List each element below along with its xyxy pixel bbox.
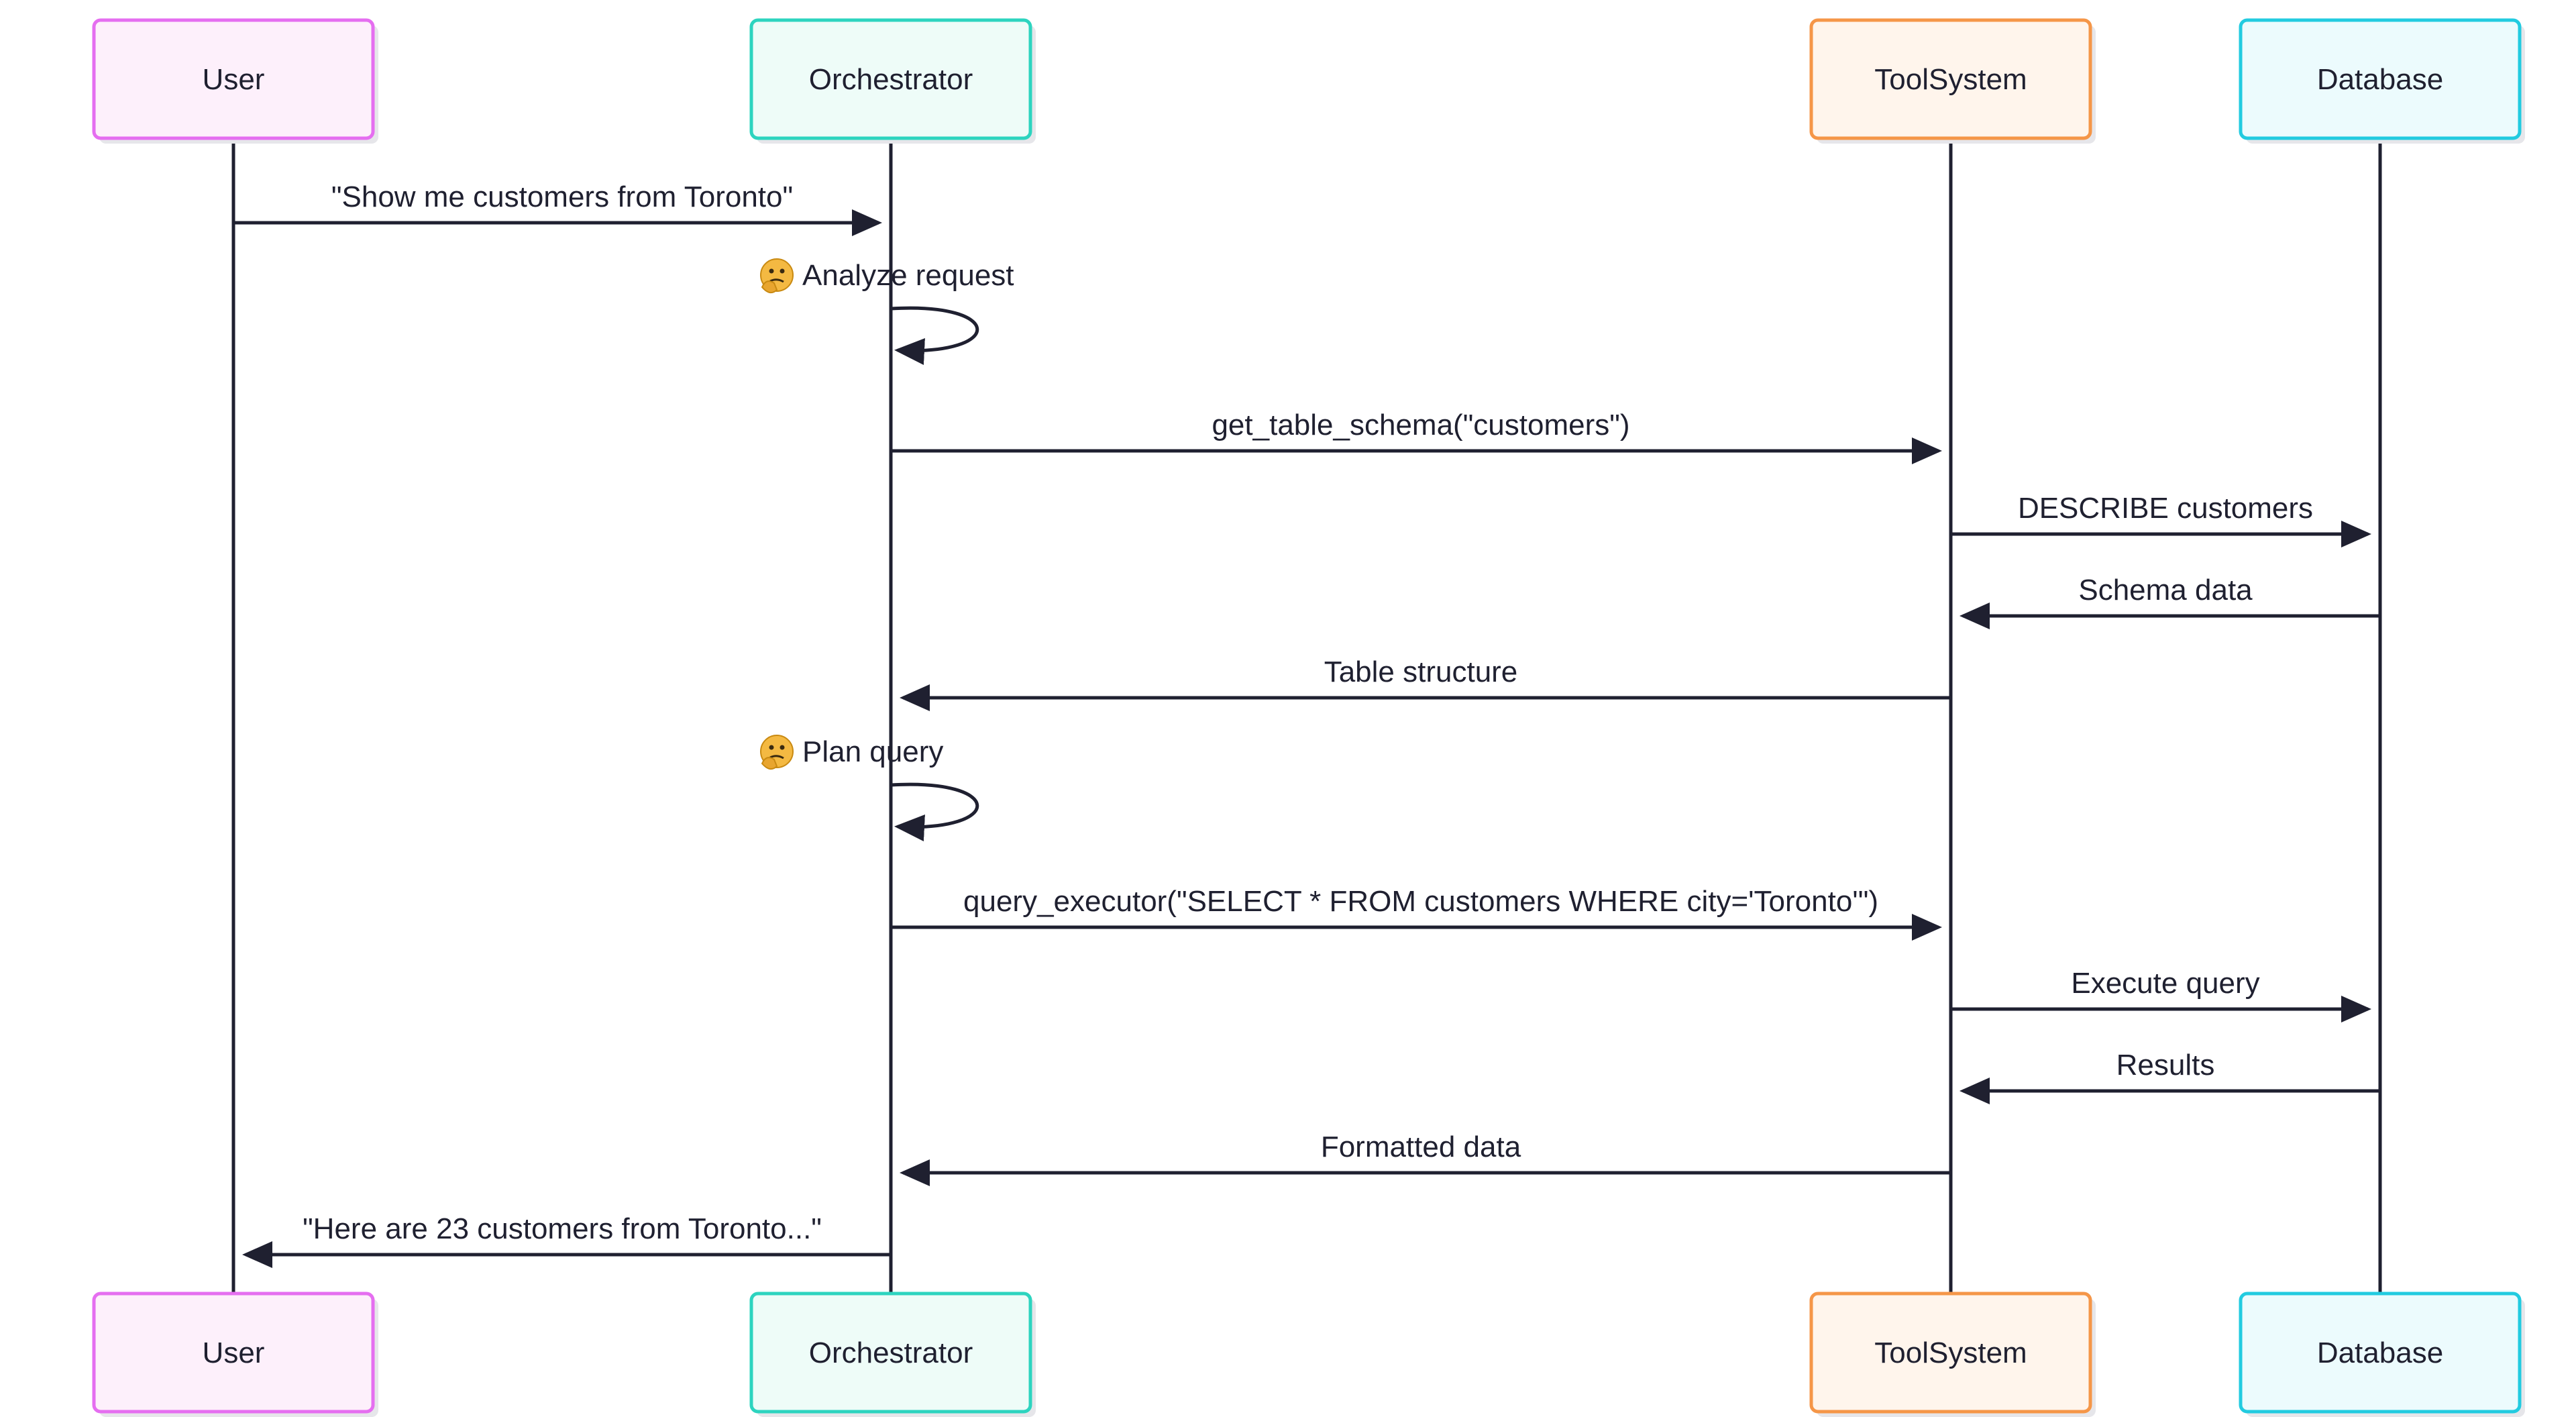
participant-box-orchestrator-top[interactable]: Orchestrator xyxy=(749,18,1036,144)
participant-box-orchestrator-bottom[interactable]: Orchestrator xyxy=(749,1292,1036,1417)
participant-rect xyxy=(2239,18,2522,140)
participant-rect xyxy=(1809,1292,2092,1414)
participant-rect xyxy=(92,18,375,140)
message-label: "Here are 23 customers from Toronto..." xyxy=(303,1212,822,1245)
message-label: get_table_schema("customers") xyxy=(1212,409,1629,441)
participant-box-toolsystem-bottom[interactable]: ToolSystem xyxy=(1809,1292,2096,1417)
message-label: Schema data xyxy=(2078,574,2253,607)
participant-label-orchestrator: Orchestrator xyxy=(809,1336,973,1369)
message-arrow: get_table_schema("customers") xyxy=(891,409,1942,464)
participant-rect xyxy=(749,1292,1032,1414)
participant-box-user-bottom[interactable]: User xyxy=(92,1292,378,1417)
thinking-face-icon xyxy=(760,258,794,294)
participant-label-toolsystem: ToolSystem xyxy=(1874,63,2027,96)
message-arrow: "Here are 23 customers from Toronto..." xyxy=(242,1212,891,1268)
message-label: "Show me customers from Toronto" xyxy=(331,180,793,213)
message-label: Execute query xyxy=(2071,967,2259,1000)
message-label: Formatted data xyxy=(1321,1131,1521,1163)
participant-label-database: Database xyxy=(2317,1336,2443,1369)
self-message-label: Analyze request xyxy=(802,259,1014,292)
message-arrow: DESCRIBE customers xyxy=(1951,492,2371,547)
self-loop-arrow xyxy=(890,306,979,365)
participant-box-database-bottom[interactable]: Database xyxy=(2239,1292,2525,1417)
message-arrow: Schema data xyxy=(1960,574,2380,629)
participant-label-user: User xyxy=(203,63,265,96)
message-label: Table structure xyxy=(1324,655,1518,688)
participant-rect xyxy=(2239,1292,2522,1414)
self-message: Plan query xyxy=(760,735,979,841)
self-message: Analyze request xyxy=(760,258,1014,365)
message-label: query_executor("SELECT * FROM customers … xyxy=(963,885,1878,918)
message-arrow: "Show me customers from Toronto" xyxy=(233,180,882,236)
participant-box-toolsystem-top[interactable]: ToolSystem xyxy=(1809,18,2096,144)
message-arrow: Execute query xyxy=(1951,967,2371,1022)
participant-box-user-top[interactable]: User xyxy=(92,18,378,144)
participant-label-toolsystem: ToolSystem xyxy=(1874,1336,2027,1369)
self-loop-arrow xyxy=(890,782,979,841)
participant-box-database-top[interactable]: Database xyxy=(2239,18,2525,144)
participant-rect xyxy=(92,1292,375,1414)
participant-rect xyxy=(749,18,1032,140)
thinking-face-icon xyxy=(760,735,794,770)
message-arrow: Table structure xyxy=(900,655,1951,711)
participant-label-user: User xyxy=(203,1336,265,1369)
message-arrow: Formatted data xyxy=(900,1131,1951,1186)
participant-label-orchestrator: Orchestrator xyxy=(809,63,973,96)
participant-rect xyxy=(1809,18,2092,140)
message-label: DESCRIBE customers xyxy=(2018,492,2313,525)
message-arrow: query_executor("SELECT * FROM customers … xyxy=(891,885,1942,941)
participant-label-database: Database xyxy=(2317,63,2443,96)
message-arrow: Results xyxy=(1960,1049,2380,1104)
message-label: Results xyxy=(2116,1049,2215,1082)
self-message-label: Plan query xyxy=(802,735,943,768)
